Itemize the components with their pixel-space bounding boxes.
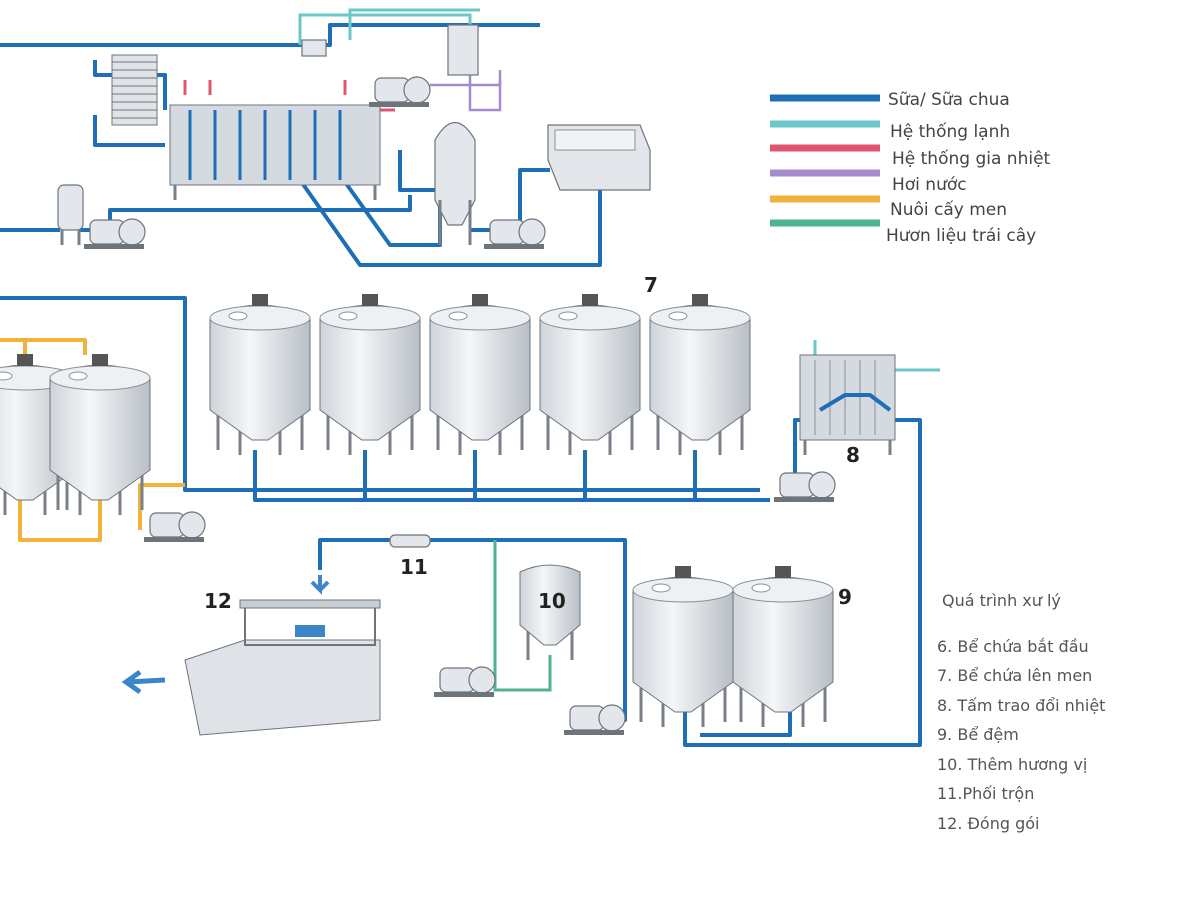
flavor-tank-10 [519, 564, 581, 660]
process-step: 9. Bể đệm [937, 725, 1019, 744]
label-8: 8 [846, 443, 860, 467]
heat-exchanger-8 [799, 354, 896, 455]
legend-label: Sữa/ Sữa chua [888, 90, 1010, 110]
top-process-section [0, 8, 651, 267]
process-step: 7. Bể chứa lên men [937, 666, 1092, 685]
pump-icon [368, 76, 431, 108]
legend-label: Hệ thống gia nhiệt [892, 148, 1051, 169]
process-step: 10. Thêm hương vị [937, 755, 1087, 774]
legend-label: Hươn liệu trái cây [886, 226, 1036, 246]
small-storage-tank [57, 184, 84, 245]
label-11: 11 [400, 555, 428, 579]
legend-label: Hơi nước [892, 175, 967, 195]
fermentation-tank-7 [648, 292, 752, 457]
pump-icon [433, 666, 496, 698]
process-title: Quá trình xư lý [942, 591, 1061, 610]
steam-unit [447, 24, 479, 76]
pump-icon [483, 218, 546, 250]
inline-mixer-11 [389, 534, 431, 548]
label-7: 7 [644, 273, 658, 297]
pump-icon [773, 471, 836, 503]
plate-heat-exchanger-top [169, 104, 381, 200]
pump-icon [83, 218, 146, 250]
homogenizer [547, 124, 651, 191]
legend-label: Hệ thống lạnh [890, 121, 1010, 142]
starter-tank-6 [48, 352, 152, 517]
buffer-tank-9 [631, 564, 735, 729]
process-step: 8. Tấm trao đổi nhiệt [937, 696, 1105, 715]
buffer-tank-9 [731, 564, 835, 729]
label-10: 10 [538, 589, 566, 613]
packaging-machine-12 [184, 599, 381, 736]
fermentation-tank-7 [208, 292, 312, 457]
pump-icon [563, 704, 626, 736]
fermentation-tank-7 [538, 292, 642, 457]
fermentation-tank-7 [318, 292, 422, 457]
legend: Sữa/ Sữa chua Hệ thống lạnh Hệ thống gia… [770, 90, 1051, 246]
legend-label: Nuôi cấy men [890, 199, 1007, 220]
fermentation-tank-7 [428, 292, 532, 457]
cooling-coil [111, 54, 158, 126]
deaerator-vessel [434, 122, 476, 245]
fermentation-section [0, 292, 940, 747]
cold-vessel [301, 39, 327, 57]
label-9: 9 [838, 585, 852, 609]
label-12: 12 [204, 589, 232, 613]
process-step: 12. Đóng gói [937, 814, 1040, 833]
pump-icon [143, 511, 206, 543]
process-list: Quá trình xư lý 6. Bể chứa bắt đầu 7. Bể… [937, 591, 1105, 833]
arrow-left-icon [121, 669, 166, 695]
process-step: 6. Bể chứa bắt đầu [937, 637, 1089, 656]
arrow-down-icon [310, 575, 330, 595]
process-step: 11.Phối trộn [937, 784, 1034, 803]
